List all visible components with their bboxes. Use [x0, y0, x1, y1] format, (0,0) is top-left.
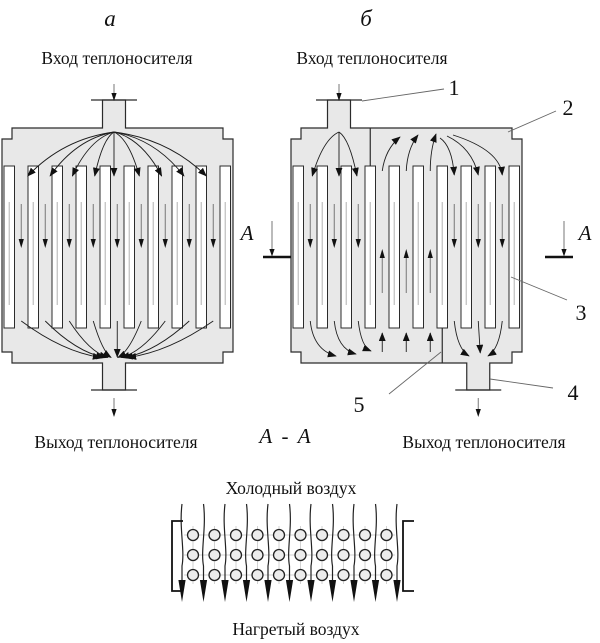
outlet-label-b: Выход теплоносителя	[402, 432, 565, 452]
inlet-label-a: Вход теплоносителя	[41, 48, 192, 68]
view-a-letter: а	[104, 6, 116, 31]
outlet-label-a: Выход теплоносителя	[34, 432, 197, 452]
callout-leaders	[361, 88, 568, 395]
view-b-letter: б	[360, 6, 373, 31]
section-title: А - А	[257, 424, 312, 448]
radiator-b-multipass-flow	[290, 84, 523, 417]
callout-5: 5	[354, 392, 365, 417]
cold-air-label: Холодный воздух	[226, 478, 357, 498]
callout-3: 3	[576, 300, 587, 325]
callout-4: 4	[568, 380, 579, 405]
callout-1: 1	[449, 75, 460, 100]
callout-2: 2	[563, 95, 574, 120]
section-letter-left: А	[239, 221, 254, 245]
inlet-label-b: Вход теплоносителя	[296, 48, 447, 68]
section-view-a-a	[171, 503, 414, 602]
section-letter-right: А	[577, 221, 592, 245]
radiator-a-parallel-flow	[1, 84, 234, 417]
hot-air-label: Нагретый воздух	[232, 619, 359, 639]
section-cut-marks	[263, 221, 573, 259]
